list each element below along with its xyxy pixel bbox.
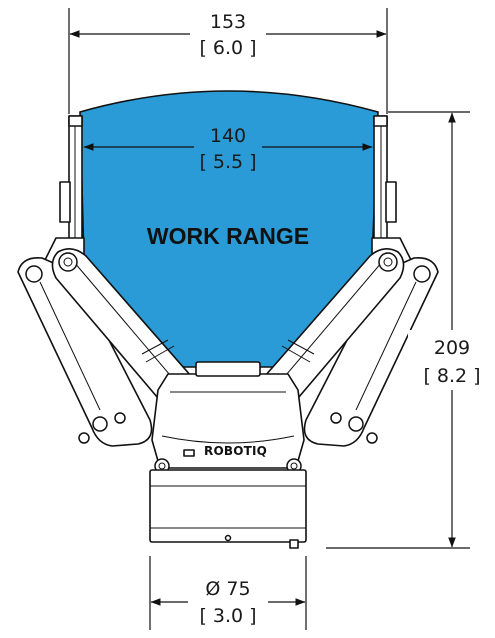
dimension-base-diameter: Ø 75 [ 3.0 ] xyxy=(149,556,307,630)
dim-base-diameter-mm: Ø 75 xyxy=(205,578,250,600)
dimension-height: 209 [ 8.2 ] xyxy=(326,111,486,549)
dim-base-diameter-inch: [ 3.0 ] xyxy=(199,605,256,627)
gripper-housing xyxy=(151,361,305,474)
dimension-top-width: 153 [ 6.0 ] xyxy=(68,8,388,114)
dim-height-mm: 209 xyxy=(434,337,470,359)
dim-inner-width-inch: [ 5.5 ] xyxy=(199,151,256,173)
dim-height-inch: [ 8.2 ] xyxy=(423,365,480,387)
base-coupling xyxy=(149,469,307,549)
brand-logo-text: ROBOTIQ xyxy=(204,444,267,458)
dimension-inner-width: 140 [ 5.5 ] xyxy=(83,124,373,174)
dim-inner-width-mm: 140 xyxy=(210,125,246,147)
dim-top-width-inch: [ 6.0 ] xyxy=(199,37,256,59)
dim-top-width-mm: 153 xyxy=(210,11,246,33)
work-range-region xyxy=(79,90,379,368)
work-range-label: WORK RANGE xyxy=(147,223,309,249)
